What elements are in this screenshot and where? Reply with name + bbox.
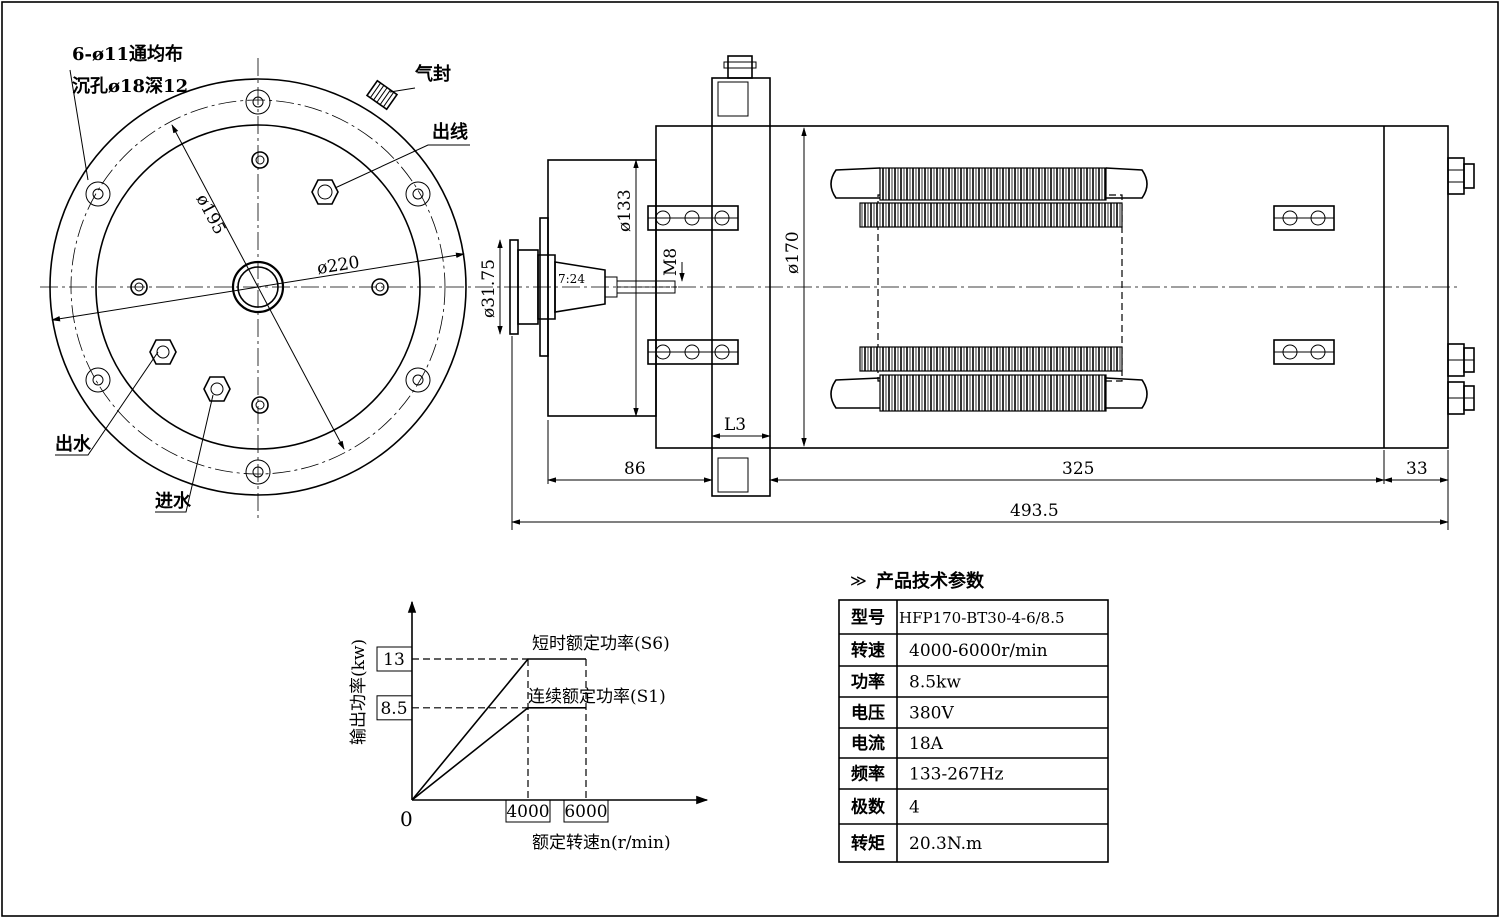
front-bearing-cap [635,159,657,417]
mounting-hole-icon [405,181,431,207]
mounting-hole-icon [245,459,271,485]
len-front-label: 86 [624,459,646,479]
cable-gland-icon [311,179,339,205]
chart-y-label: 输出功率(kw) [349,639,369,745]
table-row-label: 电流 [851,733,885,754]
mounting-hole-icon [245,89,271,115]
air-seal-label: 气封 [414,63,451,85]
bearing-icon [1273,205,1335,231]
water-out-label: 出水 [55,433,92,455]
len-body-label: 325 [1062,459,1094,479]
water-out-fitting-icon [149,339,177,365]
series-label: 连续额定功率(S1) [528,687,666,707]
side-dimensions: ø31.75 7:24 ø133 M8 ø170 L3 86 325 33 49… [479,127,1449,530]
main-body [655,125,1449,449]
x-tick-label: 4000 [506,802,549,822]
table-row-label: 功率 [851,672,885,693]
mounting-hole-icon [85,181,111,207]
stator-winding [830,167,1148,412]
y-tick-box [376,695,413,721]
len-rear-label: 33 [1406,459,1428,479]
x-tick-box [563,799,609,823]
bearing-icon [647,205,739,231]
series-line [411,658,586,801]
cable-gland-side-icon [1447,157,1475,195]
mounting-holes [85,89,431,485]
table-title: 产品技术参数 [876,570,985,592]
threaded-hole-icon [251,396,269,414]
x-tick-box [505,799,551,823]
power-speed-chart: 0 输出功率(kw) 额定转速n(r/min) 13 8.5 4000 6000 短时额… [349,600,709,853]
holes-note-line2: 沉孔ø18深12 [72,75,188,97]
l3-label: L3 [724,415,746,435]
rear-fittings [1447,157,1475,415]
len-total-label: 493.5 [1010,501,1059,521]
mounting-hole-icon [405,367,431,393]
air-fitting-top-icon [723,55,757,79]
spec-table-body: 型号 HFP170-BT30-4-6/8.5 转速 4000-6000r/min 功率 8… [838,599,1109,863]
mounting-hole-icon [85,367,111,393]
front-view: ø195 ø220 6-ø11通均布 沉孔ø18深12 气封 出线 出水 进水 [40,43,1460,520]
dia170-label: ø170 [783,231,803,274]
table-row-label: 频率 [851,764,885,785]
m8-label: M8 [661,248,681,276]
table-row-value: 18A [909,734,944,754]
y-tick-label: 8.5 [380,699,407,719]
table-row-label: 转速 [851,640,885,661]
holes-note-line1: 6-ø11通均布 [72,43,183,65]
table-row-value: 20.3N.m [909,834,982,854]
table-row-value: 8.5kw [909,673,961,693]
dia195-label: ø195 [192,191,230,238]
leader-lines [55,69,470,513]
table-border [838,599,1109,863]
table-row-value: 380V [909,704,954,724]
table-row-value: 4000-6000r/min [909,641,1048,661]
table-row-label: 电压 [851,703,885,724]
flange-bolt-detail [717,81,749,493]
x-tick-label: 6000 [564,802,607,822]
table-row-label: 极数 [851,797,886,818]
spec-table: ≫ 产品技术参数 型号 HFP170-BT30-4-6/8.5 转速 4000-600… [838,570,1109,863]
bearing-icon [1273,339,1335,365]
side-view: ø31.75 7:24 ø133 M8 ø170 L3 86 325 33 49… [479,55,1475,530]
dia133-label: ø133 [615,189,635,232]
table-row-value: 133-267Hz [909,765,1003,785]
series-line [411,707,586,801]
bearing-icons [647,205,1335,365]
threaded-hole-icon [251,151,269,169]
dia220-label: ø220 [316,253,361,279]
water-in-fitting-icon [203,376,231,402]
dimension-dia220: ø220 [51,253,465,322]
water-fitting-side-icon [1447,343,1475,377]
water-fitting-side-icon [1447,381,1475,415]
chart-marks: 13 8.5 4000 6000 短时额定功率(S6) 连续额定功率(S1) [376,634,670,823]
chart-origin-label: 0 [400,807,413,831]
dia-taper-label: ø31.75 [479,259,499,318]
table-row-value: 4 [909,798,920,818]
bearing-icon [647,339,739,365]
series-label: 短时额定功率(S6) [532,634,670,654]
table-row-label: 型号 [851,607,885,628]
cable-out-label: 出线 [432,121,468,143]
chart-x-label: 额定转速n(r/min) [532,833,671,853]
table-row-label: 转矩 [851,833,885,854]
table-collapse-icon: ≫ [850,571,867,590]
outer-flange-circle [49,78,467,496]
front-housing [547,159,657,417]
table-row-value: HFP170-BT30-4-6/8.5 [899,609,1065,627]
y-tick-label: 13 [383,650,405,670]
air-seal-fitting-icon [365,79,399,111]
water-in-label: 进水 [155,490,192,512]
y-tick-box [376,646,413,672]
taper-ratio-label: 7:24 [558,272,585,286]
threaded-holes [130,151,389,414]
